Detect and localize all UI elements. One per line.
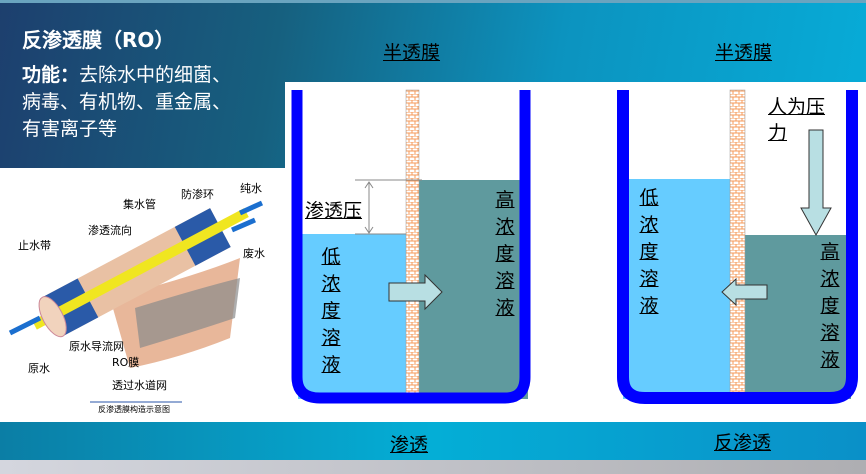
pure-water-arrow [238,200,264,216]
applied-pressure-label: 人为压力 [768,96,826,144]
osmosis-low-solution [298,234,408,399]
osmotic-pressure-label: 渗透压 [305,200,363,222]
slide-title: 反渗透膜（RO） [22,28,175,52]
label-permeate-spacer: 透过水道网 [112,379,167,392]
applied-pressure-arrow [800,129,832,237]
osmosis-flow-arrow [388,273,443,311]
reverse-osmosis-caption: 反渗透 [714,432,772,454]
ro-high-label: 高浓度溶液 [820,241,840,371]
ro-flow-arrow [721,277,768,307]
module-caption: 反渗透膜构造示意图 [98,405,170,414]
label-feed-spacer: 原水导流网 [69,340,124,353]
osmosis-beaker [291,89,531,404]
bottom-band [0,422,866,460]
label-raw-water: 原水 [28,362,50,375]
waste-water-arrow [231,217,256,233]
raw-water-arrow [8,315,42,336]
osmosis-beaker-wall [291,90,531,404]
function-label: 功能： [22,64,80,86]
label-anti-seepage-ring: 防渗环 [181,188,214,201]
ro-low-label: 低浓度溶液 [639,187,659,317]
bottom-gray-bar [0,460,866,474]
ro-beaker-wall [617,90,858,404]
top-line [0,0,866,3]
osmosis-low-label: 低浓度溶液 [321,246,341,376]
label-permeate-flow: 渗透流向 [88,224,132,237]
module-cylinder [32,208,249,338]
beakers-diagram [291,89,858,404]
function-text: 功能：去除水中的细菌、病毒、有机物、重金属、有害离子等 [22,62,232,143]
pressure-arrow [364,181,374,234]
osmosis-membrane-label: 半透膜 [383,42,441,64]
ro-module-illustration [8,200,264,403]
permeate-spacer-sheet [135,278,240,348]
osmosis-high-label: 高浓度溶液 [495,189,515,319]
function-description: 去除水中的细菌、病毒、有机物、重金属、有害离子等 [22,64,232,140]
ro-membrane [729,89,746,401]
reverse-osmosis-beaker [617,89,858,404]
label-water-stop-band: 止水带 [18,239,51,252]
ro-low-solution [623,179,730,399]
label-collector-pipe: 集水管 [123,198,156,211]
osmosis-membrane [405,89,420,401]
ro-high-solution [745,235,851,399]
label-ro-membrane: RO膜 [112,356,140,369]
label-waste-water: 废水 [243,247,265,260]
label-pure-water: 纯水 [240,182,262,195]
osmosis-caption: 渗透 [390,434,429,456]
ro-membrane-label: 半透膜 [715,42,773,64]
